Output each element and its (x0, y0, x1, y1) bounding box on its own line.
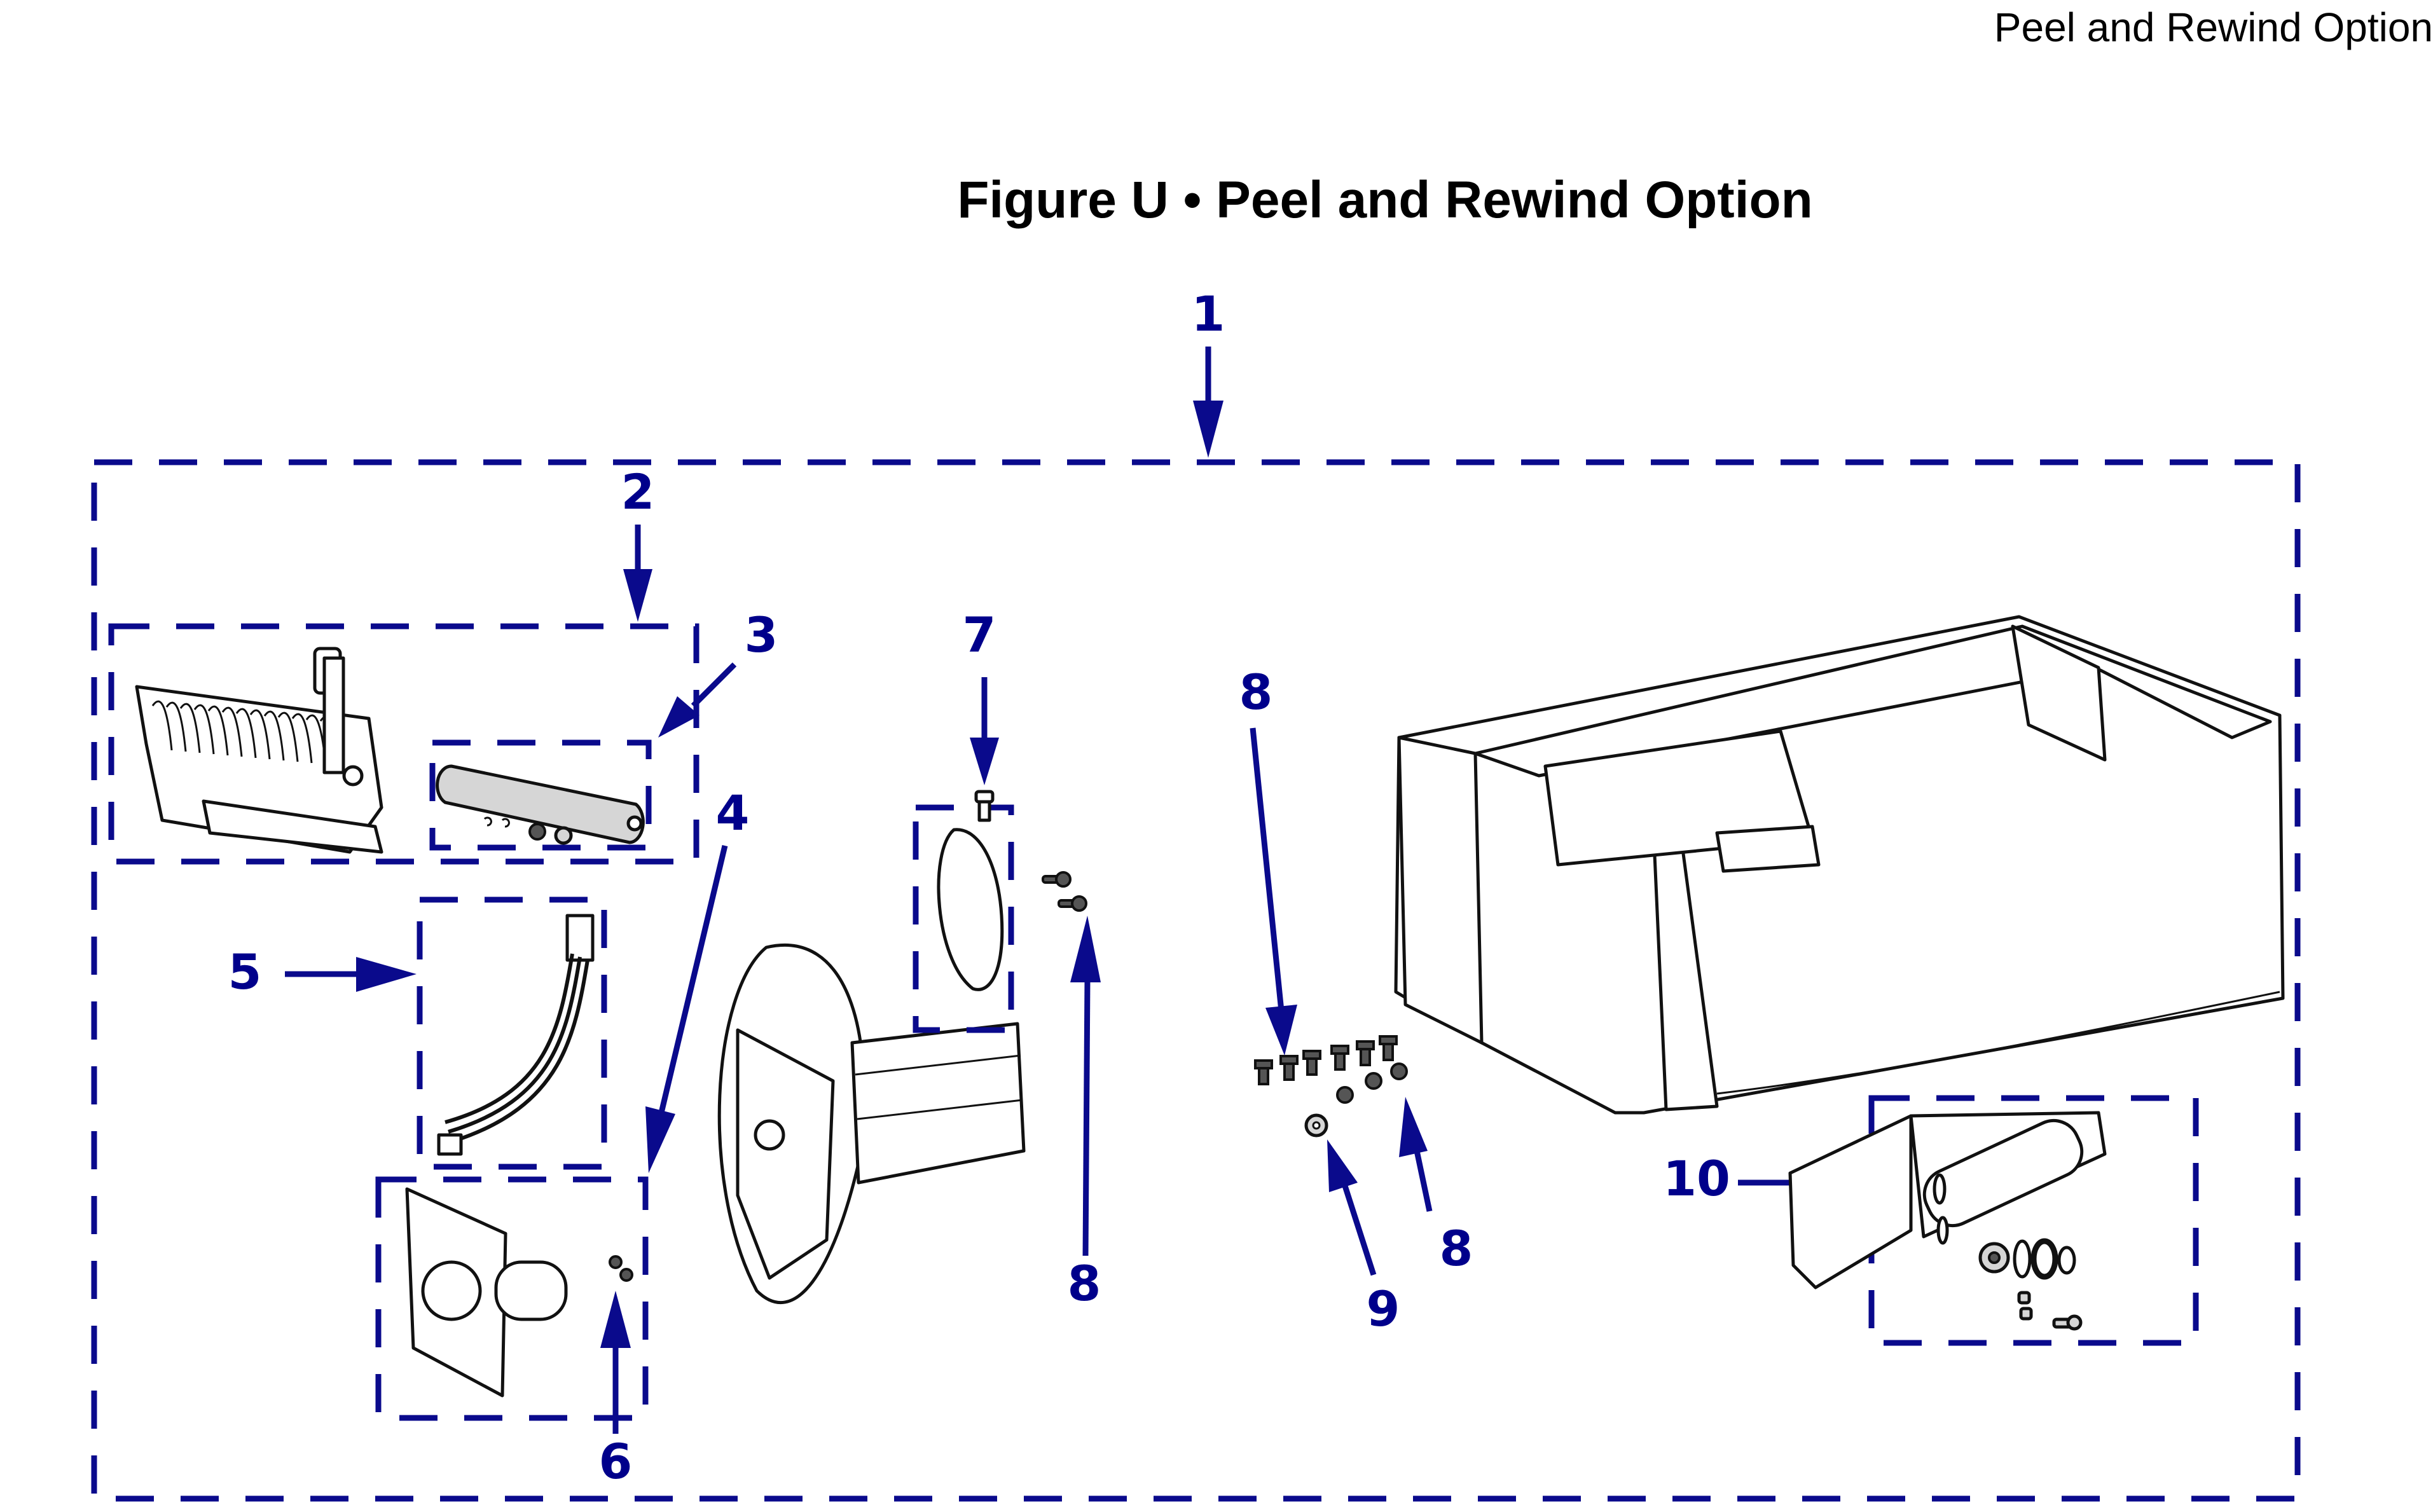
rewind-spindle-drawing (717, 943, 1026, 1305)
callout-3-leader (691, 662, 737, 708)
mounting-screws-drawing (1254, 1035, 1408, 1137)
callout-8b-arrowhead (1399, 1097, 1428, 1157)
callout-1: 1 (1192, 285, 1225, 342)
spindle-knob-drawing (937, 790, 1004, 991)
peel-assembly-drawing (135, 647, 383, 854)
group-outline-3 (429, 739, 652, 851)
group-outline-11 (1868, 1095, 2199, 1346)
group-outline-7 (913, 804, 1014, 1033)
group-outline-2 (108, 623, 700, 865)
callout-8a: 8 (1068, 1255, 1101, 1312)
figure-title: Figure U • Peel and Rewind Option (957, 171, 1813, 229)
callout-8a-arrowhead (1070, 916, 1101, 982)
peel-roller-drawing (436, 764, 645, 845)
rewind-motor-board-drawing (405, 1187, 633, 1398)
callout-3: 3 (745, 607, 778, 663)
callout-9: 8 (1239, 664, 1273, 720)
callout-4-leader (658, 844, 728, 1114)
screws-8a-drawing (1042, 871, 1087, 912)
callout-10: 9 (1367, 1281, 1400, 1337)
callout-5-arrowhead (356, 957, 417, 992)
callout-1-arrowhead (1193, 401, 1223, 458)
callout-10-leader (1342, 1185, 1377, 1276)
group-outline-4 (375, 1176, 649, 1421)
callout-10-arrowhead (1327, 1139, 1358, 1192)
callout-8b-leader (1414, 1150, 1433, 1212)
group-outline-5 (417, 897, 607, 1170)
callout-11: 10 (1663, 1150, 1730, 1207)
running-header: Peel and Rewind Option (1994, 4, 2433, 50)
callout-7-arrowhead (970, 738, 999, 785)
callout-3-arrowhead (658, 696, 700, 738)
callout-7: 7 (963, 607, 996, 663)
rewind-enclosure-drawing (1394, 615, 2285, 1115)
callout-9-arrowhead (1265, 1005, 1297, 1055)
callout-2: 2 (621, 464, 655, 520)
callout-4: 4 (716, 785, 750, 841)
dancer-bracket-drawing (1788, 1111, 2107, 1331)
callout-8a-leader (1082, 979, 1091, 1256)
cable-harness-drawing (437, 914, 595, 1156)
callout-5: 5 (228, 944, 262, 1000)
callout-8b: 8 (1440, 1220, 1473, 1277)
callout-4-arrowhead (645, 1106, 675, 1173)
callout-9-leader (1250, 727, 1285, 1012)
callout-6-arrowhead (600, 1291, 631, 1348)
callout-2-arrowhead (623, 569, 652, 622)
callout-6: 6 (599, 1433, 633, 1490)
